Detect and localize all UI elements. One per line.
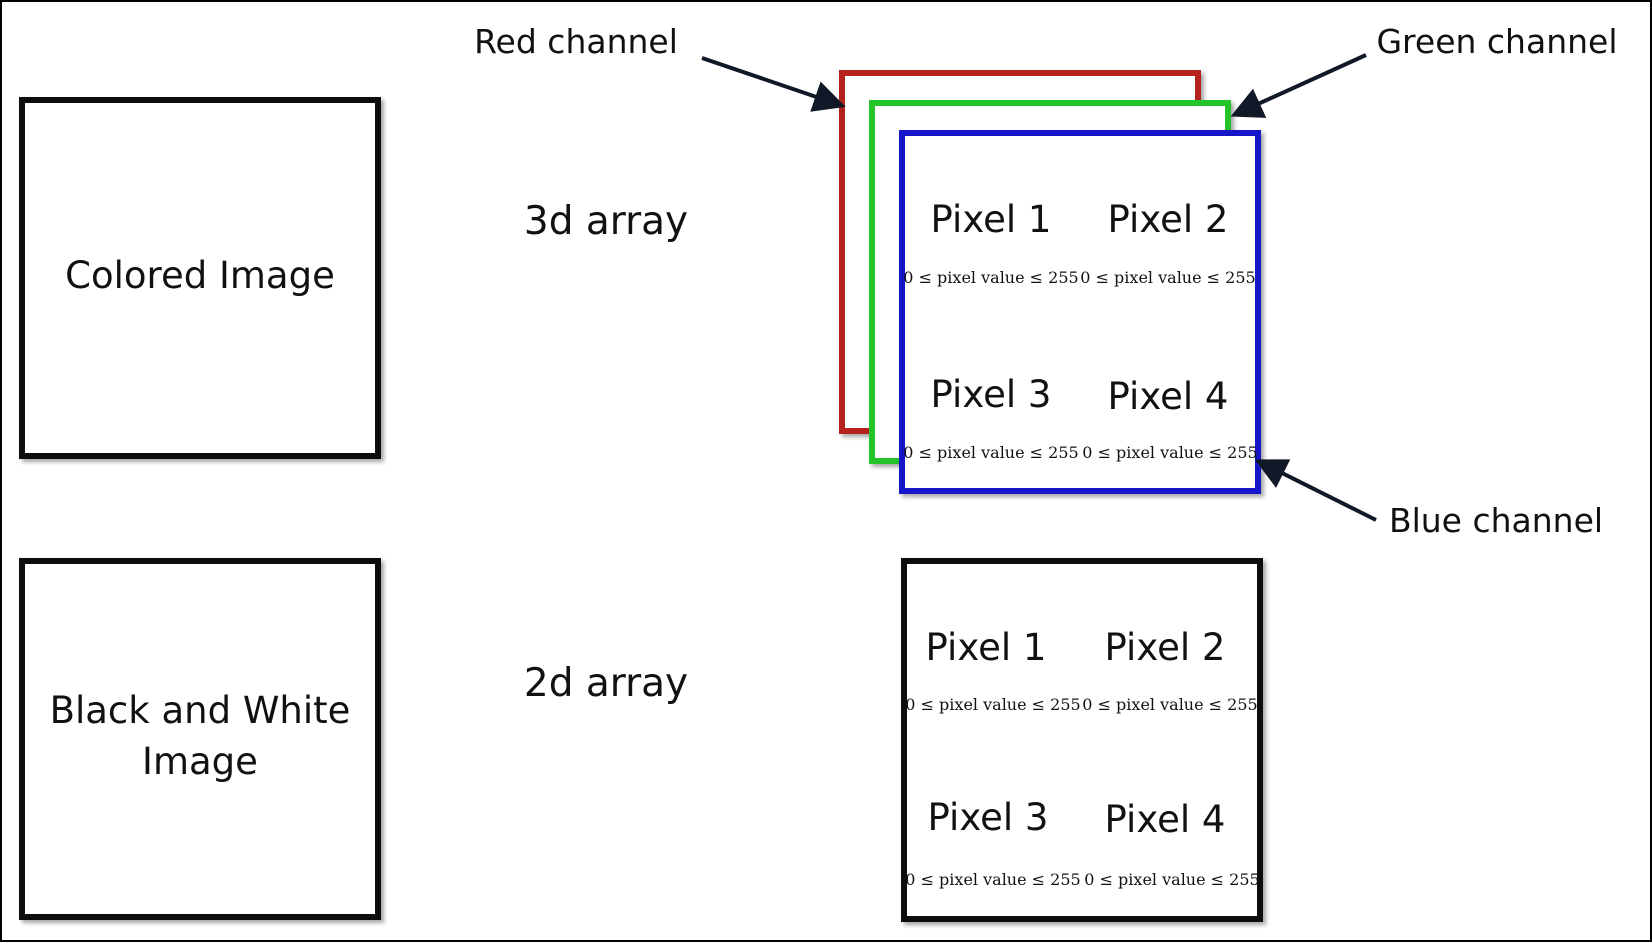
- pixel-range: 0 ≤ pixel value ≤ 255: [903, 443, 1078, 462]
- pixel-range: 0 ≤ pixel value ≤ 255: [1082, 443, 1257, 462]
- color-grid-cell: Pixel 1 0 ≤ pixel value ≤ 255: [903, 198, 1078, 287]
- red-channel-label: Red channel: [474, 22, 678, 61]
- three-d-array-label: 3d array: [524, 199, 688, 244]
- three-d-array-arrow: 3d array: [412, 199, 807, 308]
- pixel-range: 0 ≤ pixel value ≤ 255: [905, 695, 1080, 714]
- bw-image-label-line1: Black and White: [50, 689, 351, 732]
- two-d-array-label: 2d array: [524, 661, 688, 706]
- green-channel-pointer: [1230, 53, 1367, 118]
- bw-grid-cell: Pixel 3 0 ≤ pixel value ≤ 255: [905, 796, 1080, 889]
- bw-grid-cell: Pixel 4 0 ≤ pixel value ≤ 255: [1084, 798, 1259, 889]
- colored-image-box: Colored Image: [19, 97, 381, 459]
- blue-channel-label: Blue channel: [1389, 501, 1603, 540]
- red-channel-pointer: [701, 56, 846, 112]
- bw-grid-cell: Pixel 2 0 ≤ pixel value ≤ 255: [1082, 626, 1257, 714]
- color-grid-cell: Pixel 4 0 ≤ pixel value ≤ 255: [1082, 375, 1257, 462]
- bw-grid-cell: Pixel 1 0 ≤ pixel value ≤ 255: [905, 626, 1080, 714]
- pixel-name: Pixel 3: [928, 796, 1049, 839]
- pixel-name: Pixel 1: [931, 198, 1052, 241]
- bw-image-box: Black and White Image: [19, 558, 381, 920]
- color-grid-cell: Pixel 3 0 ≤ pixel value ≤ 255: [903, 373, 1078, 462]
- pixel-range: 0 ≤ pixel value ≤ 255: [1082, 695, 1257, 714]
- bw-image-label-line2: Image: [142, 740, 258, 783]
- green-channel-label: Green channel: [1376, 22, 1617, 61]
- pixel-name: Pixel 4: [1105, 798, 1226, 841]
- pixel-name: Pixel 2: [1108, 198, 1229, 241]
- pixel-name: Pixel 2: [1105, 626, 1226, 669]
- pixel-name: Pixel 4: [1108, 375, 1229, 418]
- pixel-name: Pixel 1: [926, 626, 1047, 669]
- two-d-array-arrow: 2d array: [412, 661, 807, 770]
- pixel-range: 0 ≤ pixel value ≤ 255: [1084, 870, 1259, 889]
- pixel-range: 0 ≤ pixel value ≤ 255: [903, 268, 1078, 287]
- color-grid-cell: Pixel 2 0 ≤ pixel value ≤ 255: [1080, 198, 1255, 287]
- pixel-range: 0 ≤ pixel value ≤ 255: [1080, 268, 1255, 287]
- pixel-range: 0 ≤ pixel value ≤ 255: [905, 870, 1080, 889]
- colored-image-label: Colored Image: [65, 254, 335, 297]
- pixel-name: Pixel 3: [931, 373, 1052, 416]
- blue-channel-pointer: [1254, 459, 1377, 522]
